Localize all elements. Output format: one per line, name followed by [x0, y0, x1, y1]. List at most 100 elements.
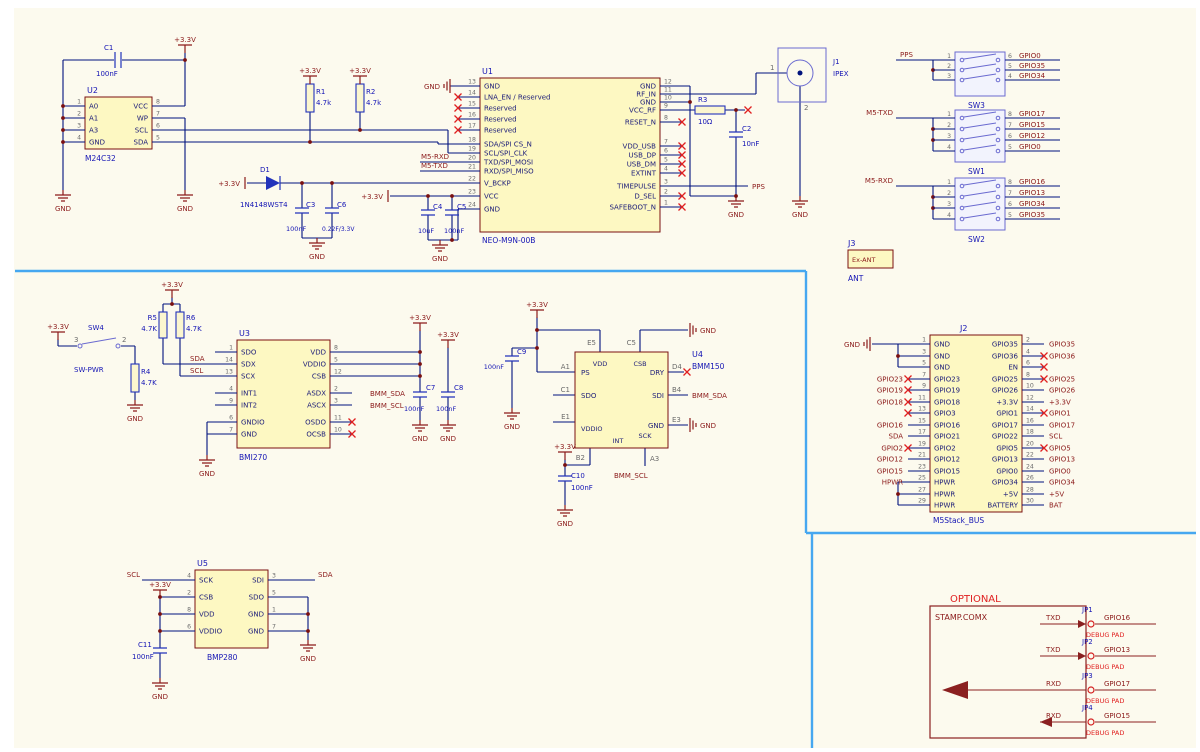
label-m5-txd: M5-TXD: [421, 162, 448, 170]
gnd-label: GND: [700, 327, 716, 335]
pin-number: 4: [947, 212, 951, 219]
net-label: GPIO2: [881, 445, 903, 453]
designator-U4: U4: [692, 350, 703, 359]
part-number-U5: BMP280: [207, 653, 238, 662]
pin-number: 28: [1026, 487, 1034, 494]
net-label: GPIO35: [1019, 211, 1045, 219]
net-label: GPIO17: [1019, 110, 1045, 118]
junction-dot: [450, 238, 454, 242]
pin-number: 13: [225, 369, 233, 376]
pin-number: 24: [1026, 464, 1034, 471]
label-jp1: JP1: [1081, 606, 1093, 614]
pin-name: GPIO15: [934, 468, 960, 476]
pin-name: VCC_RF: [629, 107, 656, 115]
pin-number: 5: [272, 590, 276, 597]
pin-name: INT1: [241, 390, 257, 398]
pin-name: RESET_N: [625, 119, 656, 127]
junction-dot: [170, 302, 174, 306]
label-jp2: JP2: [1081, 638, 1093, 646]
net-label: GPIO0: [1049, 468, 1071, 476]
gnd-label: GND: [792, 211, 808, 219]
pin-number: 6: [1008, 201, 1012, 208]
designator-J3: J3: [847, 239, 855, 248]
label-c1: C1: [561, 386, 570, 394]
gnd-label: GND: [504, 423, 520, 431]
label-txd: TXD: [1045, 614, 1060, 622]
net-label: GPIO0: [1019, 52, 1041, 60]
gnd-label: GND: [844, 341, 860, 349]
gnd-label: GND: [300, 655, 316, 663]
pin-number: 23: [468, 189, 476, 196]
pin-name: TXD/SPI_MOSI: [483, 159, 533, 167]
pin-name: GPIO12: [934, 456, 960, 464]
resistor-icon-R5: [159, 312, 167, 338]
pin-number: 3: [947, 133, 951, 140]
pin-number: 29: [918, 498, 926, 505]
pin-name: ASCX: [307, 402, 326, 410]
component-value: 100nF: [484, 363, 505, 371]
junction-dot: [734, 194, 738, 198]
label-jp4: JP4: [1081, 704, 1093, 712]
gnd-label: GND: [177, 205, 193, 213]
label-1: 1: [770, 64, 774, 72]
label-scl: SCL: [127, 571, 140, 579]
gnd-label: GND: [309, 253, 325, 261]
junction-dot: [300, 181, 304, 185]
pin-number: 14: [468, 90, 476, 97]
pin-number: 4: [187, 573, 191, 580]
junction-dot: [418, 362, 422, 366]
pin-number: 10: [664, 95, 672, 102]
label-ex-ant: Ex-ANT: [852, 256, 875, 264]
pin-name: GND: [484, 83, 500, 91]
pin-name: A3: [89, 127, 98, 135]
pin-number: 22: [468, 176, 476, 183]
pin-name: GPIO36: [992, 353, 1019, 361]
pin-number: 14: [1026, 406, 1034, 413]
pin-number: 1: [664, 200, 668, 207]
pin-number: 8: [1026, 372, 1030, 379]
designator-U5: U5: [197, 559, 208, 568]
label-e5: E5: [587, 339, 596, 347]
pin-name: +3.3V: [996, 399, 1018, 407]
pin-name: OSDO: [305, 419, 326, 427]
junction-dot: [358, 128, 362, 132]
resistor-icon-R4: [131, 364, 139, 392]
component-body-U4: [575, 352, 668, 448]
net-label: GPIO1: [1049, 410, 1071, 418]
net-label: GPIO16: [877, 422, 904, 430]
junction-dot: [306, 629, 310, 633]
pin-name: GPIO26: [992, 387, 1019, 395]
pin-name: GND: [484, 206, 500, 214]
pin-name: BATTERY: [987, 502, 1018, 510]
junction-dot: [61, 140, 65, 144]
pin-name: TIMEPULSE: [616, 183, 656, 191]
pin-number: 1: [947, 53, 951, 60]
pin-number: 7: [156, 111, 160, 118]
net-label: M5-RXD: [865, 177, 893, 185]
pin-name: GND: [89, 139, 105, 147]
pin-number: 4: [1026, 349, 1030, 356]
pin-name: SDI: [252, 577, 264, 585]
net-label: GPIO23: [877, 376, 903, 384]
label-sck: SCK: [639, 432, 653, 440]
gnd-label: GND: [424, 83, 440, 91]
net-label: GPIO15: [877, 468, 903, 476]
pin-number: 11: [664, 87, 672, 94]
label-gnd: GND: [648, 422, 664, 430]
component-value: 10nF: [742, 140, 759, 148]
pin-number: 10: [334, 427, 342, 434]
junction-dot: [330, 181, 334, 185]
pin-number: 5: [1008, 144, 1012, 151]
pin-name: GND: [640, 99, 656, 107]
pin-number: 12: [1026, 395, 1034, 402]
ref-designator: C9: [517, 348, 526, 356]
pin-number: 3: [664, 179, 668, 186]
pin-number: 9: [664, 103, 668, 110]
label-sw-pwr: SW-PWR: [74, 366, 104, 374]
pin-name: ASDX: [307, 390, 327, 398]
junction-dot: [158, 595, 162, 599]
pin-name: GND: [248, 611, 264, 619]
gnd-label: GND: [440, 435, 456, 443]
pin-number: 15: [918, 418, 926, 425]
vcc-label: +3.3V: [349, 67, 371, 75]
